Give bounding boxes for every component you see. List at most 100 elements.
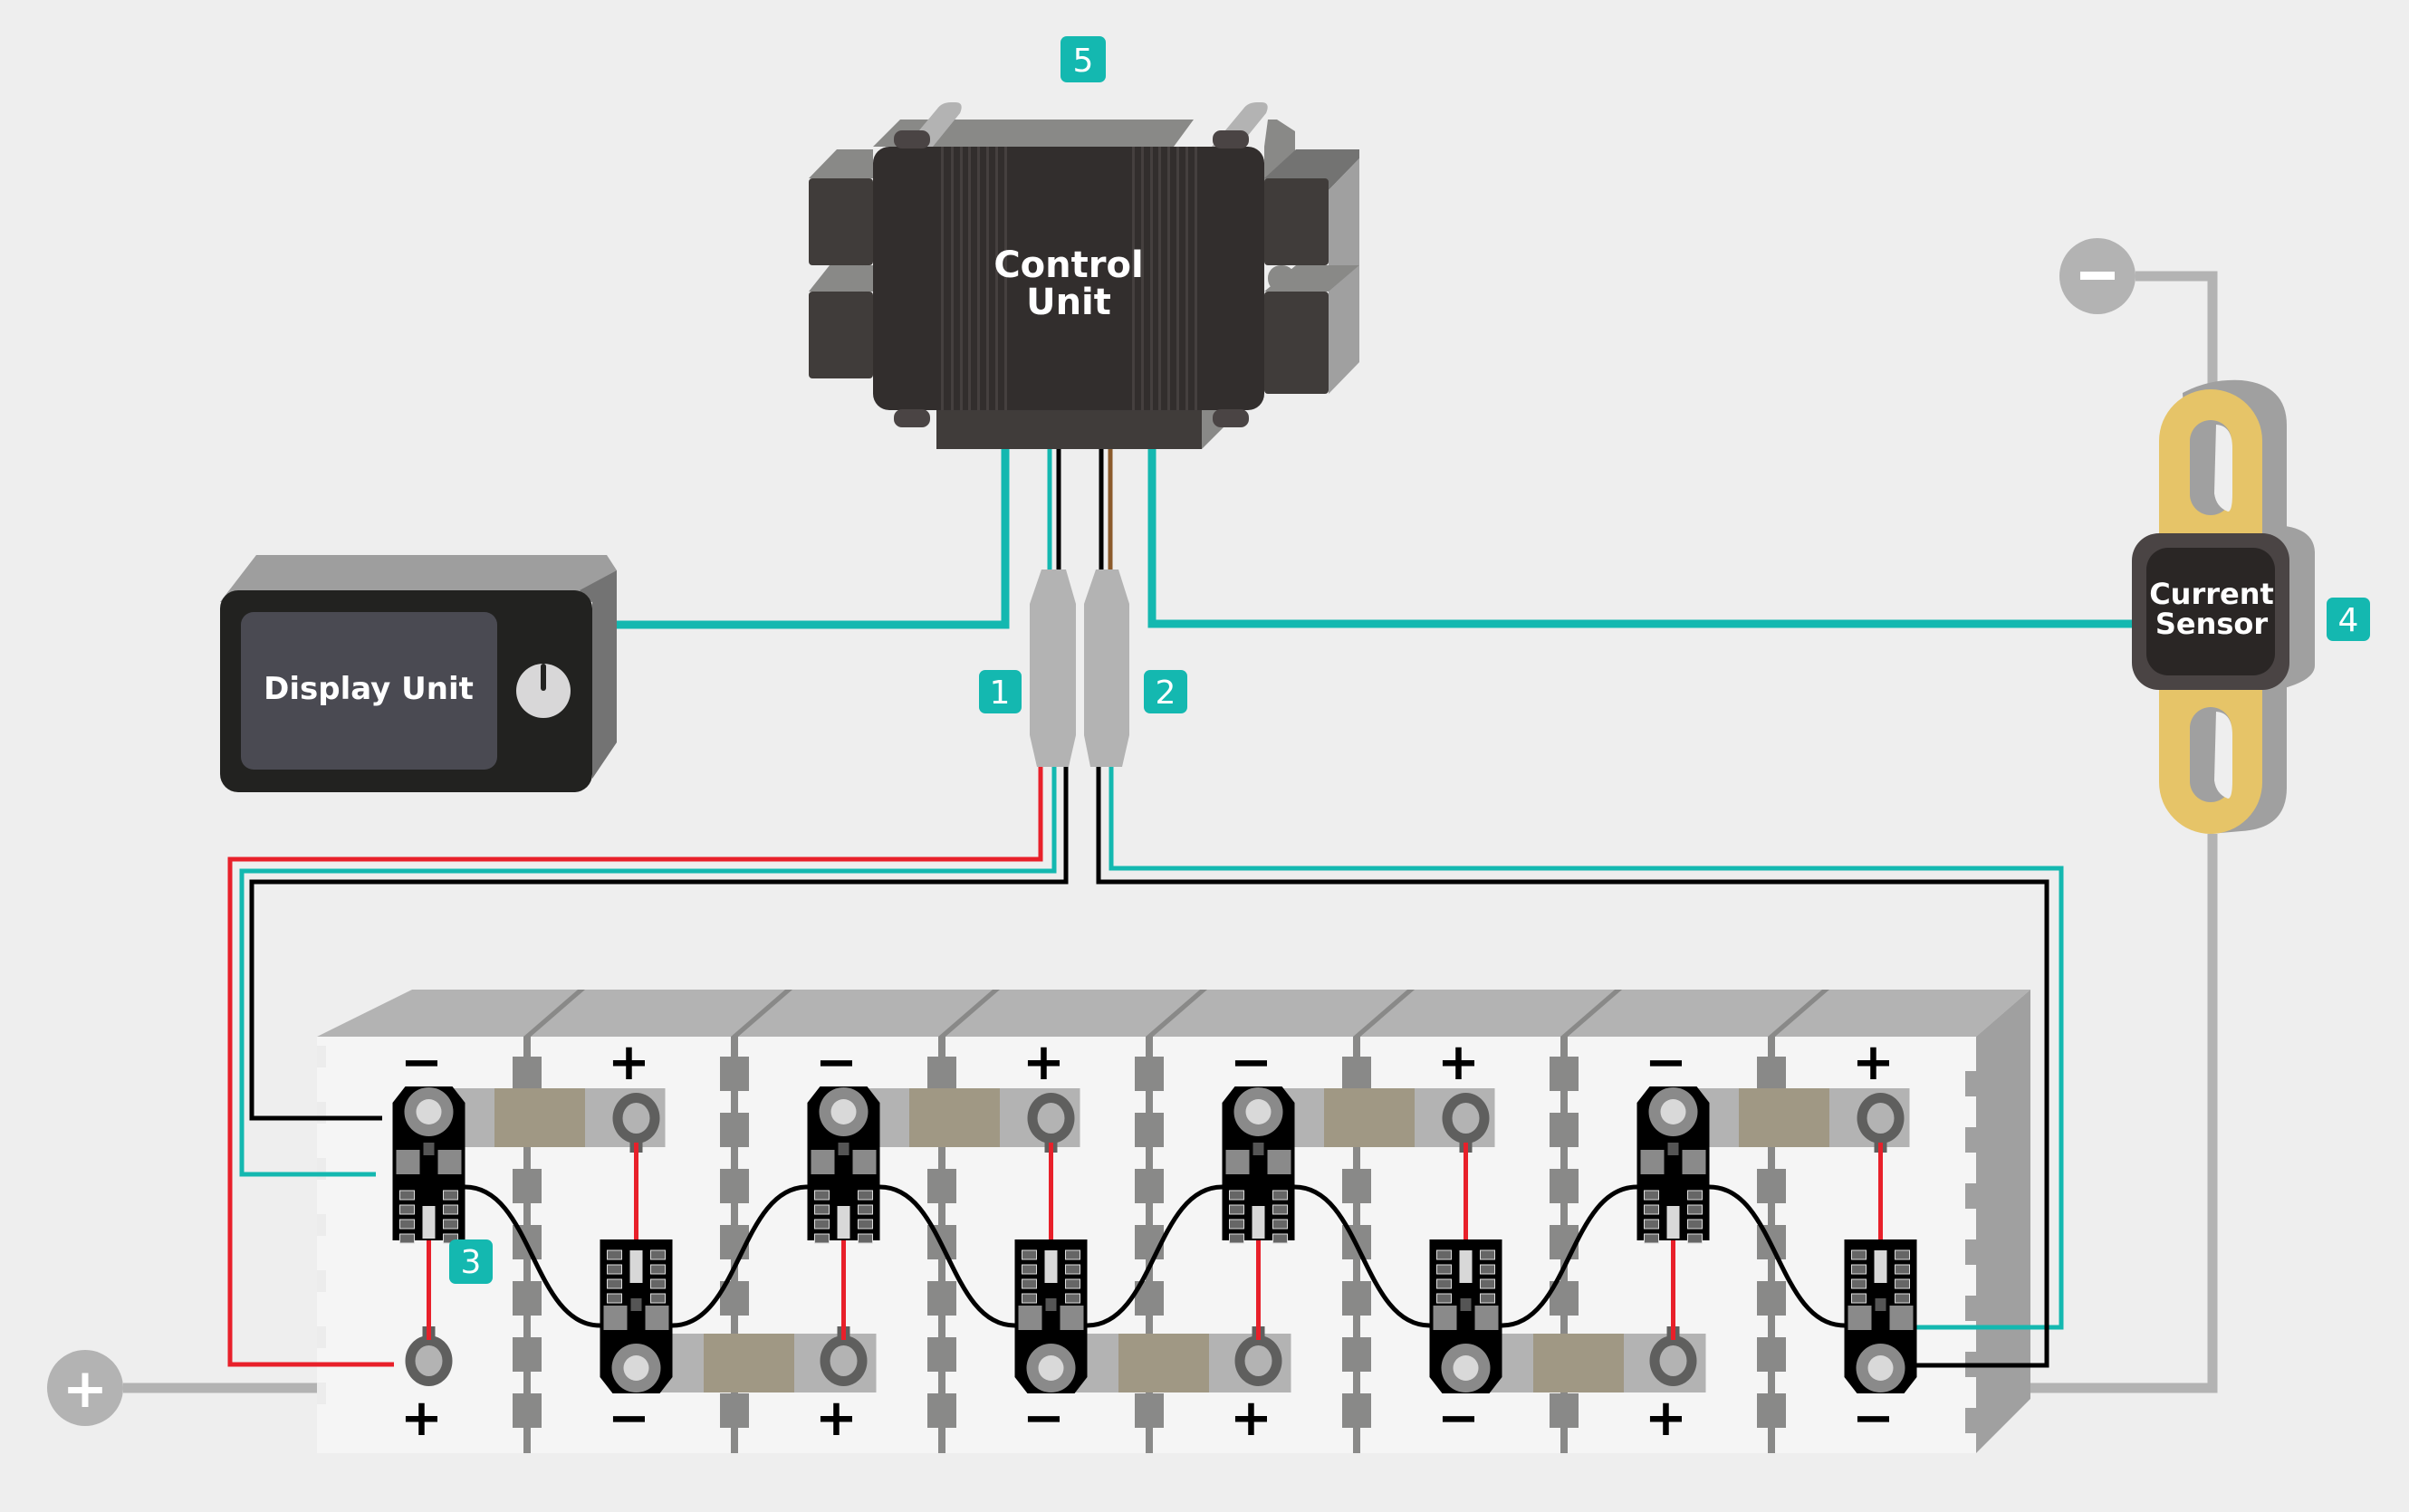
control-unit-label-line1: Control [993, 244, 1143, 286]
power-knob-icon[interactable] [516, 664, 571, 718]
board-pad [1022, 1264, 1037, 1275]
board-pad [814, 1190, 830, 1201]
cell-monitor-board[interactable] [1222, 1086, 1295, 1244]
cell-monitor-board[interactable] [600, 1239, 673, 1393]
board-pad [1687, 1204, 1703, 1215]
cell-separator-top [1560, 990, 1622, 1037]
board-pad [607, 1278, 622, 1289]
pack-edge-notch [317, 1270, 326, 1292]
board-switch [1459, 1250, 1473, 1283]
ridge-line [1004, 147, 1007, 410]
board-pad [1065, 1278, 1080, 1289]
badge-connector-1: 1 [979, 670, 1022, 713]
pack-negative-cable [2135, 271, 2218, 389]
board-pad [1436, 1264, 1452, 1275]
cell-monitor-board[interactable] [1014, 1239, 1088, 1393]
busbar-shunt [704, 1334, 794, 1392]
board-pad [1851, 1278, 1867, 1289]
pack-edge-notch [1965, 1408, 1976, 1433]
board-eyelet-hole [1660, 1099, 1686, 1124]
board-pad [1644, 1204, 1659, 1215]
board-component [645, 1306, 669, 1330]
ridge-line [1185, 147, 1188, 410]
heatsink-ridges [941, 147, 1197, 410]
control-unit[interactable]: Control Unit [809, 102, 1359, 449]
board-component [603, 1306, 628, 1330]
board-component [1889, 1306, 1914, 1330]
badge-cell-modules: 3 [449, 1239, 493, 1284]
board-component [1060, 1306, 1084, 1330]
board-pad [1851, 1293, 1867, 1304]
ring-terminal-hole [830, 1345, 858, 1376]
board-component [1225, 1150, 1250, 1174]
connector-2[interactable] [1084, 569, 1129, 767]
ridge-line [986, 147, 989, 410]
board-pad [814, 1233, 830, 1244]
board-pad [650, 1293, 666, 1304]
ridge-line [1141, 147, 1144, 410]
pack-edge-notch [317, 1046, 326, 1067]
cell-monitor-board[interactable] [807, 1086, 880, 1244]
board-chip [838, 1143, 849, 1155]
shunt-to-pack-cable [2006, 834, 2218, 1393]
separator-spacer [927, 1281, 956, 1316]
board-pad [1229, 1190, 1244, 1201]
board-component [852, 1150, 877, 1174]
ridge-line [951, 147, 954, 410]
board-pad [1644, 1219, 1659, 1230]
plus-icon: + [62, 1357, 108, 1421]
connector-1[interactable] [1030, 569, 1076, 767]
board-component [437, 1150, 462, 1174]
cell-monitor-boards [392, 1086, 1917, 1393]
separator-spacer [927, 1169, 956, 1203]
current-sensor-label-line1: Current [2149, 577, 2274, 611]
ring-terminal-hole [1659, 1345, 1687, 1376]
cell-monitor-board[interactable] [392, 1086, 465, 1244]
busbar-shunt [1324, 1088, 1415, 1147]
display-unit[interactable]: Display Unit [220, 555, 617, 792]
separator-spacer [1757, 1393, 1786, 1428]
board-pad [1687, 1190, 1703, 1201]
separator-spacer [1550, 1225, 1579, 1259]
terminal-polarity-label: + [1852, 1033, 1895, 1092]
board-component [396, 1150, 420, 1174]
board-pad [1644, 1233, 1659, 1244]
board-pad [1272, 1233, 1288, 1244]
control-unit-label-line2: Unit [1026, 282, 1111, 323]
connectors [1030, 569, 1129, 767]
board-pad [858, 1204, 873, 1215]
separator-spacer [1757, 1337, 1786, 1372]
badge-control-unit: 5 [1061, 36, 1106, 82]
pack-negative-terminal[interactable] [2059, 238, 2135, 314]
board-pad [443, 1204, 458, 1215]
cell-monitor-board[interactable] [1636, 1086, 1710, 1244]
cell-monitor-board[interactable] [1429, 1239, 1502, 1393]
board-pad [1022, 1249, 1037, 1260]
board-component [1640, 1150, 1665, 1174]
terminal-polarity-label: − [400, 1033, 443, 1092]
board-pad [1229, 1219, 1244, 1230]
board-pad [858, 1219, 873, 1230]
separator-spacer [1342, 1337, 1371, 1372]
board-pad [1436, 1249, 1452, 1260]
board-pad [1065, 1249, 1080, 1260]
pack-positive-terminal[interactable]: + [47, 1350, 123, 1426]
current-sensor[interactable]: Current Sensor [2132, 379, 2315, 834]
ridge-line [1132, 147, 1135, 410]
cell-monitor-board[interactable] [1844, 1239, 1917, 1393]
ring-terminal-hole [1867, 1103, 1895, 1134]
terminal-polarity-label: − [1022, 1389, 1065, 1448]
separator-spacer [513, 1169, 542, 1203]
svg-text:2: 2 [1156, 675, 1176, 712]
terminal-polarity-label: − [815, 1033, 858, 1092]
board-pad [399, 1204, 415, 1215]
cell-separator-top [523, 990, 585, 1037]
ring-terminal-hole [1452, 1103, 1480, 1134]
board-pad [1436, 1293, 1452, 1304]
terminal-polarity-label: + [608, 1033, 650, 1092]
display-screen [241, 612, 497, 770]
board-switch [629, 1250, 643, 1283]
board-switch [837, 1206, 850, 1239]
pack-edge-notch [1965, 1239, 1976, 1265]
